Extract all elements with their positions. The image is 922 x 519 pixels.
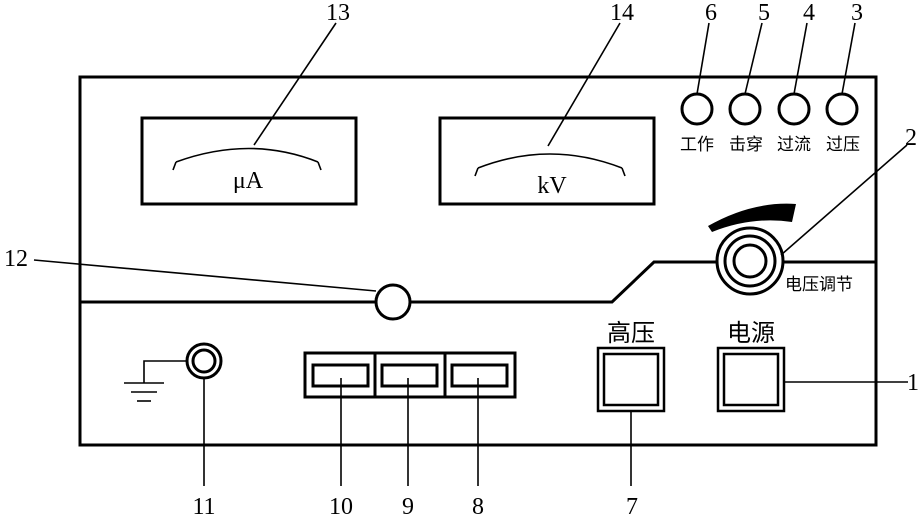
callout-13: 13 bbox=[326, 0, 350, 26]
high-voltage-button[interactable] bbox=[596, 346, 666, 413]
ground-terminal[interactable] bbox=[185, 342, 223, 380]
panel-knob-12[interactable] bbox=[374, 283, 412, 321]
callout-10: 10 bbox=[329, 494, 353, 519]
callout-5: 5 bbox=[758, 0, 770, 26]
knob-scale-arc-icon bbox=[708, 203, 796, 232]
high-voltage-label: 高压 bbox=[607, 319, 655, 347]
voltage-adjust-knob[interactable] bbox=[708, 203, 796, 296]
callout-8: 8 bbox=[472, 494, 484, 519]
switch-9[interactable] bbox=[380, 363, 439, 388]
ground-icon bbox=[124, 360, 188, 402]
callout-2: 2 bbox=[905, 125, 917, 151]
microammeter: μA bbox=[140, 116, 358, 206]
callout-12: 12 bbox=[4, 246, 28, 272]
power-label: 电源 bbox=[727, 319, 775, 347]
callout-7: 7 bbox=[626, 494, 638, 519]
voltage-adjust-label: 电压调节 bbox=[785, 275, 853, 295]
overcurrent-indicator-lamp bbox=[777, 92, 811, 126]
leader-lines bbox=[33, 22, 908, 486]
callout-3: 3 bbox=[851, 0, 863, 26]
breakdown-indicator-lamp bbox=[728, 92, 762, 126]
overcurrent-indicator-label: 过流 bbox=[777, 135, 811, 155]
callout-4: 4 bbox=[803, 0, 815, 26]
switch-group bbox=[303, 351, 517, 399]
work-indicator-label: 工作 bbox=[680, 135, 714, 155]
work-indicator-lamp bbox=[680, 92, 714, 126]
kilovoltmeter: kV bbox=[438, 116, 656, 206]
callout-14: 14 bbox=[610, 0, 634, 26]
microammeter-unit: μA bbox=[233, 168, 264, 194]
breakdown-indicator-label: 击穿 bbox=[729, 135, 763, 155]
switch-8[interactable] bbox=[450, 363, 509, 388]
callout-9: 9 bbox=[402, 494, 414, 519]
overvoltage-indicator-lamp bbox=[825, 92, 859, 126]
callout-1: 1 bbox=[907, 370, 919, 396]
callout-11: 11 bbox=[192, 494, 215, 519]
overvoltage-indicator-label: 过压 bbox=[826, 135, 860, 155]
power-button[interactable] bbox=[716, 346, 786, 413]
callout-6: 6 bbox=[705, 0, 717, 26]
kilovoltmeter-unit: kV bbox=[537, 173, 567, 199]
